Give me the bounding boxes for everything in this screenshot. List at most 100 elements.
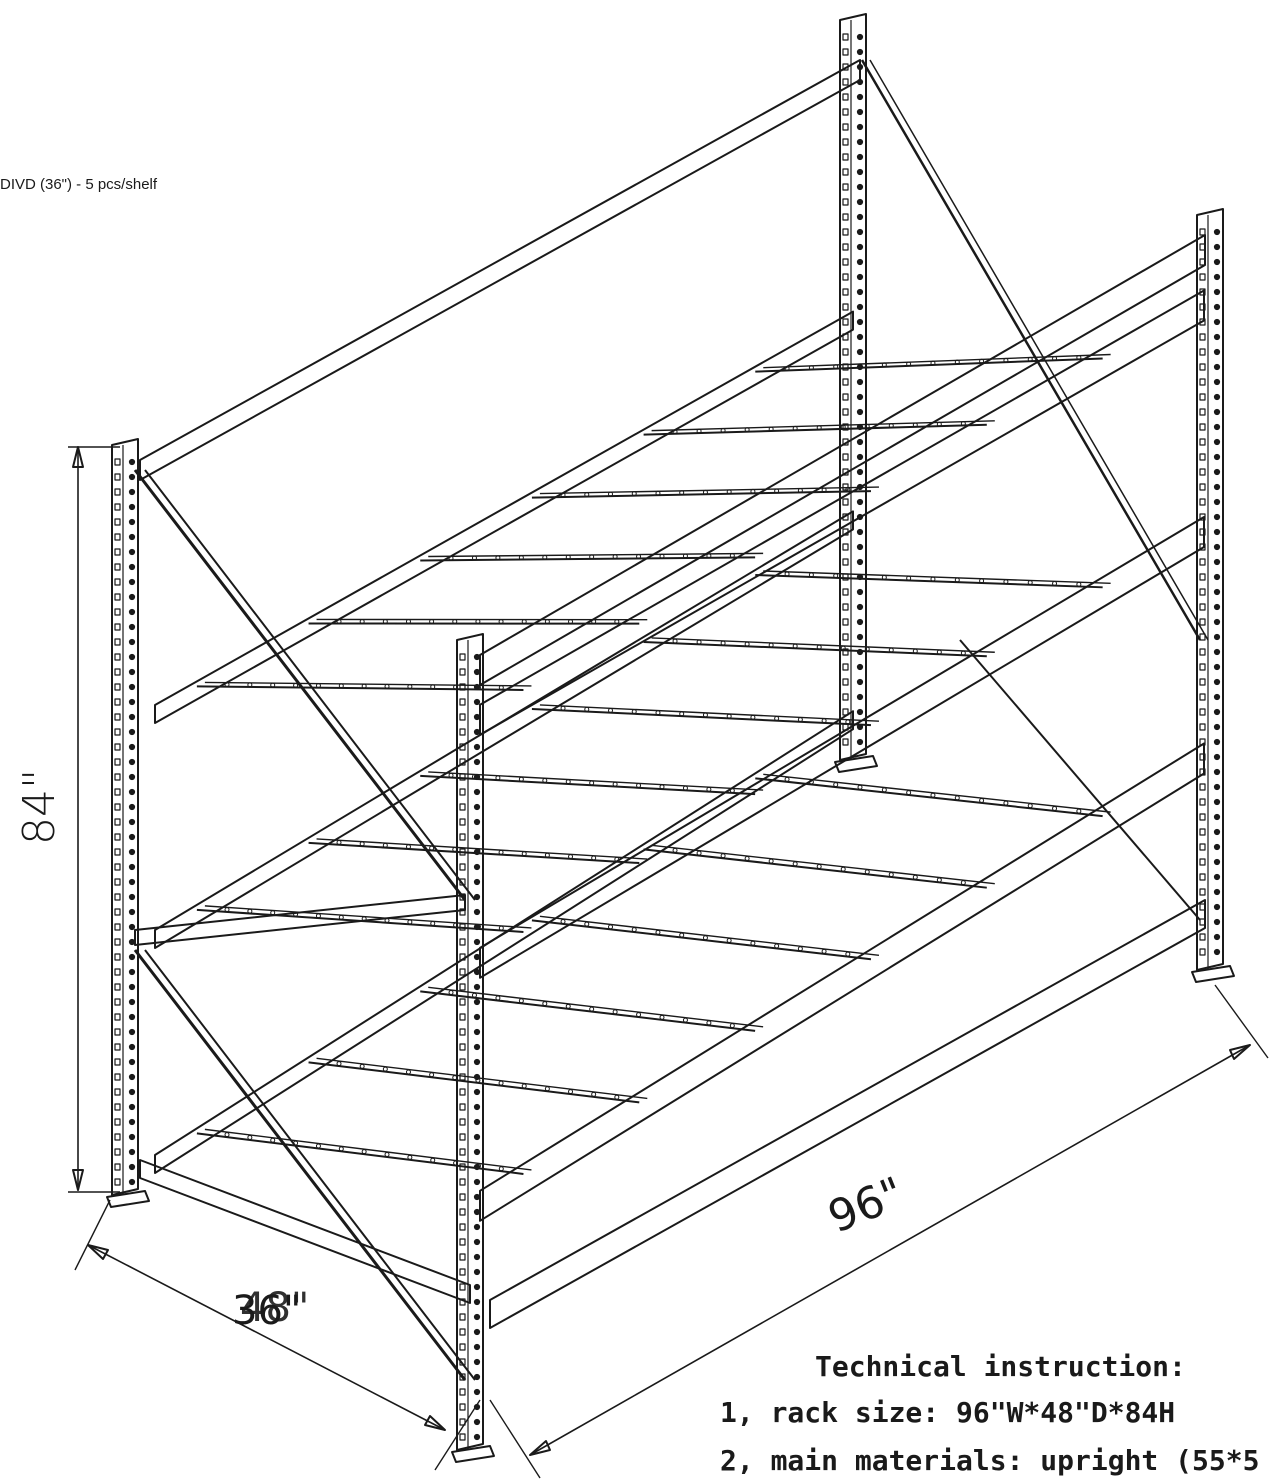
- front-left-upright-hole: [128, 968, 136, 976]
- front-left-upright-hole: [114, 473, 121, 481]
- roller: [429, 1072, 435, 1078]
- brace: [144, 949, 476, 1381]
- roller: [881, 574, 887, 580]
- front-left-upright-hole: [114, 983, 121, 991]
- back-right-upright-hole: [1213, 618, 1221, 626]
- roller: [906, 361, 912, 367]
- roller: [784, 571, 790, 577]
- technical-instruction-title: Technical instruction:: [815, 1350, 1186, 1383]
- roller: [405, 1069, 411, 1075]
- roller: [471, 992, 477, 998]
- roller: [840, 645, 846, 651]
- roller: [821, 718, 827, 724]
- back-right-upright-hole: [1213, 333, 1221, 341]
- back-left-upright-hole: [856, 138, 864, 146]
- front-left-upright-hole: [128, 638, 136, 646]
- front-right-upright-hole: [473, 1358, 481, 1366]
- back-left-upright-hole: [842, 678, 849, 686]
- front-left-upright-hole: [114, 653, 121, 661]
- shelf-back-beam-3: [154, 710, 854, 1174]
- roller: [750, 940, 756, 946]
- roller-track: [643, 640, 987, 658]
- back-right-upright-hole: [1199, 333, 1206, 341]
- back-right-upright-hole: [1213, 423, 1221, 431]
- front-left-upright-hole: [128, 1103, 136, 1111]
- back-right-upright-hole: [1199, 678, 1206, 686]
- front-left-upright-hole: [114, 623, 121, 631]
- back-right-upright-hole: [1213, 888, 1221, 896]
- back-left-upright-hole: [856, 288, 864, 296]
- roller: [881, 787, 887, 793]
- back-left-upright-hole: [842, 588, 849, 596]
- front-left-upright-hole: [128, 503, 136, 511]
- front-right-upright-hole: [459, 1133, 466, 1141]
- front-left-upright-hole: [114, 878, 121, 886]
- back-right-upright-hole: [1213, 843, 1221, 851]
- top-front-beam: [479, 234, 1206, 686]
- roller: [744, 855, 750, 861]
- roller-track: [763, 570, 1111, 585]
- back-right-upright-hole: [1199, 438, 1206, 446]
- roller: [498, 1166, 504, 1172]
- back-left-upright-hole: [856, 438, 864, 446]
- roller: [833, 782, 839, 788]
- roller: [682, 1017, 688, 1023]
- width-arrow-b: [1229, 1044, 1251, 1060]
- back-right-upright-hole: [1213, 588, 1221, 596]
- roller: [912, 648, 918, 654]
- roller: [407, 919, 413, 925]
- roller: [960, 421, 966, 427]
- front-left-upright-hole: [114, 848, 121, 856]
- roller: [954, 359, 960, 365]
- back-right-upright-hole: [1199, 423, 1206, 431]
- back-left-upright-hole: [842, 633, 849, 641]
- roller: [750, 488, 756, 494]
- front-right-upright-hole: [459, 713, 466, 721]
- front-left-upright-hole: [128, 1058, 136, 1066]
- depth-arrow-a: [87, 1244, 109, 1260]
- front-right-upright-hole: [473, 983, 481, 991]
- roller: [792, 425, 798, 431]
- front-left-upright-hole: [114, 923, 121, 931]
- front-left-upright-hole: [128, 833, 136, 841]
- front-right-upright-hole: [473, 1058, 481, 1066]
- back-right-upright-hole: [1213, 288, 1221, 296]
- back-right-upright-hole: [1199, 858, 1206, 866]
- roller: [1003, 357, 1009, 363]
- front-left-upright-hole: [128, 608, 136, 616]
- depth-dimension-line: [87, 1244, 446, 1431]
- bottom-side-beam: [139, 1159, 471, 1304]
- back-left-upright-hole: [856, 153, 864, 161]
- front-right-upright-hole: [459, 953, 466, 961]
- roller: [845, 951, 851, 957]
- back-left-upright-hole: [842, 138, 849, 146]
- back-right-upright-hole: [1213, 903, 1221, 911]
- back-right-upright-hole: [1213, 798, 1221, 806]
- roller-track: [428, 552, 764, 558]
- roller: [359, 618, 365, 624]
- roller: [672, 429, 678, 435]
- back-left-upright-hole: [842, 603, 849, 611]
- front-right-upright-hole: [459, 1178, 466, 1186]
- roller: [430, 921, 436, 927]
- roller-track: [531, 490, 871, 499]
- front-right-upright-hole: [459, 968, 466, 976]
- roller-track: [420, 774, 756, 796]
- front-left-upright-hole: [114, 1148, 121, 1156]
- back-left-upright-hole: [856, 528, 864, 536]
- front-left-upright-hole: [114, 548, 121, 556]
- front-left-upright-hole: [114, 668, 121, 676]
- front-left-upright-hole: [128, 788, 136, 796]
- back-left-upright-hole: [856, 318, 864, 326]
- roller: [224, 1132, 230, 1138]
- front-left-upright-hole: [114, 908, 121, 916]
- front-left-upright-hole: [128, 803, 136, 811]
- front-left-upright-hole: [128, 863, 136, 871]
- front-left-upright-hole: [114, 593, 121, 601]
- roller: [797, 717, 803, 723]
- back-left-upright-hole: [842, 228, 849, 236]
- roller: [706, 1020, 712, 1026]
- back-right-upright-hole: [1213, 528, 1221, 536]
- roller: [338, 1146, 344, 1152]
